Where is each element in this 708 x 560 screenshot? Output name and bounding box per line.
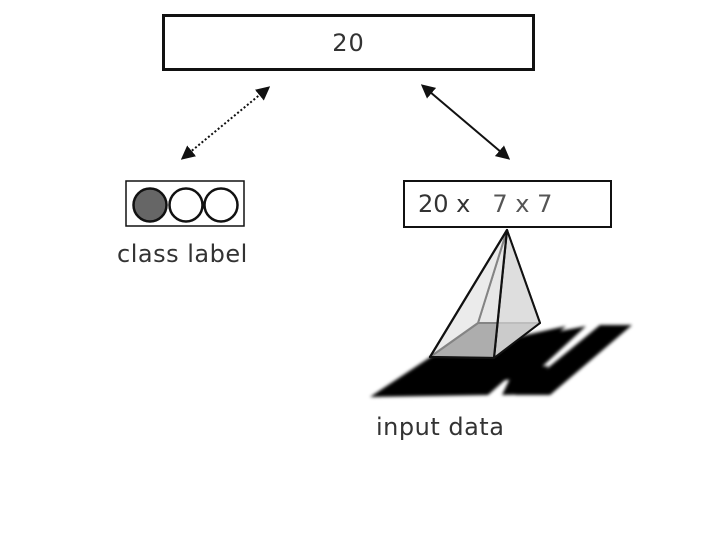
class-unit: [203, 187, 239, 223]
feature-map-box: 20 x 7 x 7: [403, 180, 612, 228]
receptive-field-pyramid: [428, 228, 541, 360]
top-node-box: 20: [162, 14, 535, 71]
pyramid-face-front: [428, 228, 509, 360]
solid-connector-arrow: [420, 84, 511, 160]
dotted-connector-arrow: [180, 86, 271, 160]
class-label-caption: class label: [117, 240, 248, 268]
class-unit: [168, 187, 204, 223]
input-data-caption: input data: [376, 413, 505, 441]
class-label-units: [125, 180, 245, 227]
input-data-image: [370, 325, 632, 397]
feature-map-channels: 20 x: [418, 190, 471, 218]
class-unit-active: [132, 187, 168, 223]
feature-map-dims: 7 x 7: [492, 190, 553, 218]
top-node-label: 20: [332, 28, 365, 57]
